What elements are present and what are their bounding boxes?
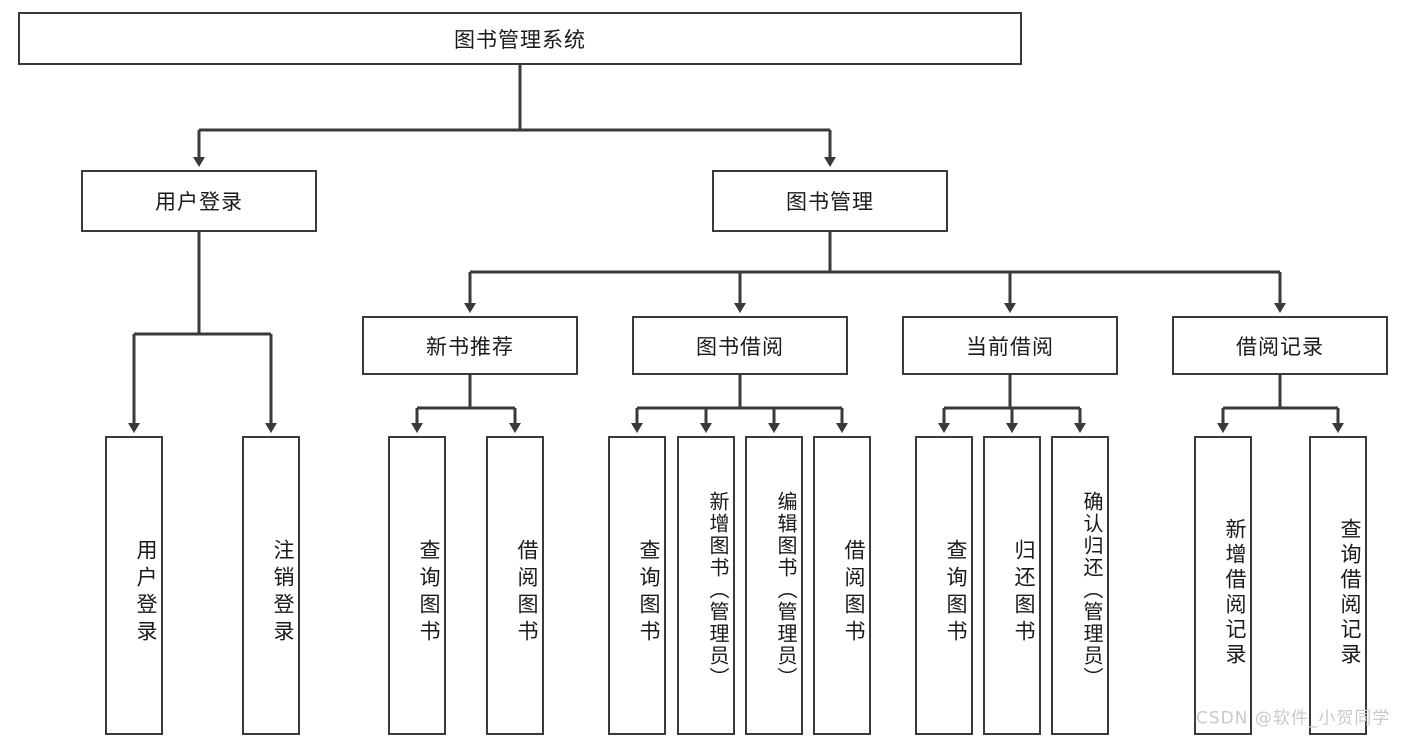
node-label: 归还图书	[1012, 538, 1036, 647]
node-leaf-add-record[interactable]: 新增借阅记录	[1194, 436, 1252, 735]
node-leaf-borrow-book-2[interactable]: 借阅图书	[813, 436, 871, 735]
node-leaf-user-login[interactable]: 用户登录	[105, 436, 163, 735]
node-label: 图书借阅	[696, 334, 784, 359]
node-leaf-return-book[interactable]: 归还图书	[983, 436, 1041, 735]
node-leaf-add-book[interactable]: 新增图书（管理员）	[677, 436, 735, 735]
node-label: 注销登录	[271, 538, 295, 647]
node-leaf-query-book-3[interactable]: 查询图书	[915, 436, 973, 735]
node-label: 确认归还（管理员）	[1080, 490, 1104, 689]
node-label: 借阅图书	[842, 538, 866, 647]
node-label: 新书推荐	[426, 334, 514, 359]
node-leaf-borrow-book-1[interactable]: 借阅图书	[486, 436, 544, 735]
node-leaf-query-record[interactable]: 查询借阅记录	[1309, 436, 1367, 735]
node-label: 用户登录	[134, 538, 158, 647]
node-label: 图书管理	[786, 190, 874, 214]
node-current-borrow[interactable]: 当前借阅	[902, 316, 1118, 375]
node-label: 查询借阅记录	[1338, 517, 1362, 668]
node-borrow-record[interactable]: 借阅记录	[1172, 316, 1388, 375]
node-leaf-edit-book[interactable]: 编辑图书（管理员）	[745, 436, 803, 735]
node-leaf-query-book-2[interactable]: 查询图书	[608, 436, 666, 735]
node-label: 当前借阅	[966, 334, 1054, 359]
node-leaf-user-logout[interactable]: 注销登录	[242, 436, 300, 735]
node-label: 查询图书	[944, 538, 968, 647]
node-new-book-rec[interactable]: 新书推荐	[362, 316, 578, 375]
node-label: 用户登录	[155, 190, 243, 214]
node-label: 新增借阅记录	[1223, 517, 1247, 668]
node-label: 查询图书	[417, 538, 441, 647]
node-root[interactable]: 图书管理系统	[18, 12, 1022, 65]
watermark-label: CSDN @软件_小贺同学	[1196, 708, 1391, 729]
node-book-borrow[interactable]: 图书借阅	[632, 316, 848, 375]
node-label: 编辑图书（管理员）	[774, 490, 798, 689]
node-label: 新增图书（管理员）	[706, 490, 730, 689]
node-book-manage[interactable]: 图书管理	[712, 170, 948, 232]
node-label: 查询图书	[637, 538, 661, 647]
node-leaf-confirm-return[interactable]: 确认归还（管理员）	[1051, 436, 1109, 735]
node-label: 借阅记录	[1236, 334, 1324, 359]
node-label: 图书管理系统	[454, 27, 586, 52]
node-leaf-query-book-1[interactable]: 查询图书	[388, 436, 446, 735]
node-label: 借阅图书	[515, 538, 539, 647]
node-user-login[interactable]: 用户登录	[81, 170, 317, 232]
